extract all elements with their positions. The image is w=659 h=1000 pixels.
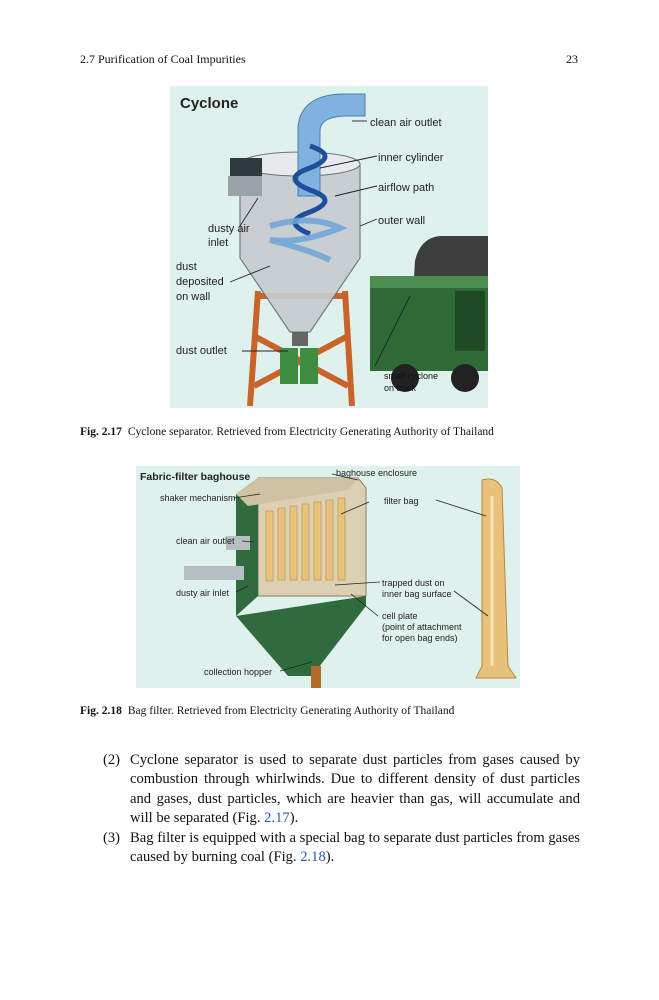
list-item: (2) Cyclone separator is used to separat… bbox=[80, 751, 580, 828]
leader-lines bbox=[229, 120, 411, 367]
page-number: 23 bbox=[566, 52, 578, 66]
label-inlet: inlet bbox=[208, 237, 228, 249]
baghouse-illustration: Fabric-filter baghouse baghouse enclosur… bbox=[136, 466, 520, 688]
label-dusty-air: dusty air bbox=[208, 223, 250, 235]
list-text: Cyclone separator is used to separate du… bbox=[130, 752, 580, 826]
baghouse-title: Fabric-filter baghouse bbox=[140, 471, 250, 483]
section-title: 2.7 Purification of Coal Impurities bbox=[80, 52, 246, 66]
filter-bags bbox=[265, 497, 346, 582]
caption-number: Fig. 2.17 bbox=[80, 426, 122, 438]
list-item: (3) Bag filter is equipped with a specia… bbox=[80, 829, 580, 868]
label-inner-cylinder: inner cylinder bbox=[378, 152, 444, 164]
label-on-truck: on truck bbox=[384, 383, 417, 393]
list-text: Bag filter is equipped with a special ba… bbox=[130, 830, 580, 866]
baghouse-figure: Fabric-filter baghouse baghouse enclosur… bbox=[136, 466, 520, 688]
body-list: (2) Cyclone separator is used to separat… bbox=[80, 751, 580, 869]
list-number: (2) bbox=[103, 752, 121, 768]
label-on-wall: on wall bbox=[176, 291, 210, 303]
label-filter-bag: filter bag bbox=[384, 496, 419, 506]
figure-link-2-18[interactable]: 2.18 bbox=[300, 849, 326, 866]
label-small-cyclone: small cyclone bbox=[384, 371, 438, 381]
label-outer-wall: outer wall bbox=[378, 215, 425, 227]
figure-caption-2-18: Fig. 2.18 Bag filter. Retrieved from Elec… bbox=[80, 705, 580, 717]
truck-graphic bbox=[370, 236, 488, 392]
filter-bag-detail bbox=[475, 478, 517, 679]
cyclone-figure: Cyclone clean air outlet inner cylinder … bbox=[170, 86, 488, 408]
figure-link-2-17[interactable]: 2.17 bbox=[264, 809, 290, 826]
cyclone-title: Cyclone bbox=[180, 95, 238, 112]
leader-lines bbox=[233, 473, 489, 672]
label-airflow-path: airflow path bbox=[378, 182, 434, 194]
list-number: (3) bbox=[103, 830, 121, 847]
label-shaker-mechanism: shaker mechanism bbox=[160, 493, 236, 503]
label-clean-air-outlet: clean air outlet bbox=[370, 117, 442, 129]
running-head: 2.7 Purification of Coal Impurities 23 bbox=[80, 52, 578, 67]
label-collection-hopper: collection hopper bbox=[204, 667, 272, 677]
label-baghouse-enclosure: baghouse enclosure bbox=[336, 468, 417, 478]
label-point-of-attachment: (point of attachment bbox=[382, 622, 462, 632]
caption-text: Bag filter. Retrieved from Electricity G… bbox=[127, 705, 455, 717]
figure-caption-2-17: Fig. 2.17 Cyclone separator. Retrieved fr… bbox=[80, 426, 580, 438]
label-deposited: deposited bbox=[176, 276, 224, 288]
label-dust-outlet: dust outlet bbox=[176, 345, 227, 357]
cyclone-illustration: Cyclone clean air outlet inner cylinder … bbox=[170, 86, 488, 408]
label-cell-plate: cell plate bbox=[382, 611, 418, 621]
label-inner-bag-surface: inner bag surface bbox=[382, 589, 452, 599]
label-trapped-dust: trapped dust on bbox=[382, 578, 445, 588]
label-dusty-air-inlet: dusty air inlet bbox=[176, 588, 230, 598]
caption-text: Cyclone separator. Retrieved from Electr… bbox=[127, 426, 494, 438]
label-open-bag-ends: for open bag ends) bbox=[382, 633, 458, 643]
caption-number: Fig. 2.18 bbox=[80, 705, 122, 717]
label-clean-air-outlet-baghouse: clean air outlet bbox=[176, 536, 235, 546]
label-dust: dust bbox=[176, 261, 197, 273]
